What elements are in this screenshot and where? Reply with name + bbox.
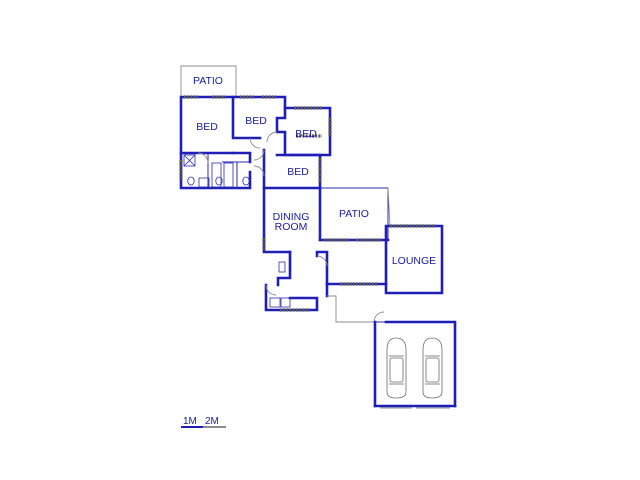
basin-icon — [198, 177, 210, 188]
patio-mid-area — [318, 187, 391, 242]
room-label-bed-2: BED — [245, 115, 267, 127]
room-label-bed-3: BED — [295, 128, 317, 140]
scale-label-1m: 1M — [183, 416, 197, 427]
bath-icon — [211, 162, 222, 188]
garage-walls — [373, 320, 457, 409]
entrance-area — [325, 282, 388, 323]
car-icon — [422, 337, 443, 399]
kitchen-walls — [264, 250, 329, 312]
room-label-dining-line2: ROOM — [275, 221, 308, 233]
toilet-icon — [242, 176, 250, 186]
door-swing-icon — [253, 165, 265, 177]
room-label-patio-mid: PATIO — [339, 208, 369, 220]
door-swing-icon — [197, 152, 209, 164]
room-label-dining-line1: DINING — [273, 211, 310, 223]
toilet-icon — [187, 176, 195, 186]
bath-icon — [223, 162, 234, 188]
room-label-patio-top: PATIO — [193, 75, 223, 87]
door-swing-icon — [249, 137, 261, 149]
bedroom-windows — [179, 95, 332, 182]
room-label-lounge: LOUNGE — [392, 255, 436, 267]
car-icon — [386, 337, 407, 399]
door-swing-icon — [253, 149, 265, 161]
scale-label-2m: 2M — [205, 416, 219, 427]
scale-bar: 1M 2M — [181, 416, 226, 428]
door-swing-icon — [266, 131, 278, 143]
bathroom-fixtures — [183, 131, 278, 188]
lounge-walls — [384, 224, 444, 295]
shower-icon — [183, 154, 196, 167]
patio-top-area — [180, 65, 237, 97]
room-label-bed-main: BED — [196, 121, 218, 133]
dining-walls — [262, 186, 322, 254]
toilet-icon — [215, 176, 223, 186]
room-label-bed-4: BED — [287, 166, 309, 178]
